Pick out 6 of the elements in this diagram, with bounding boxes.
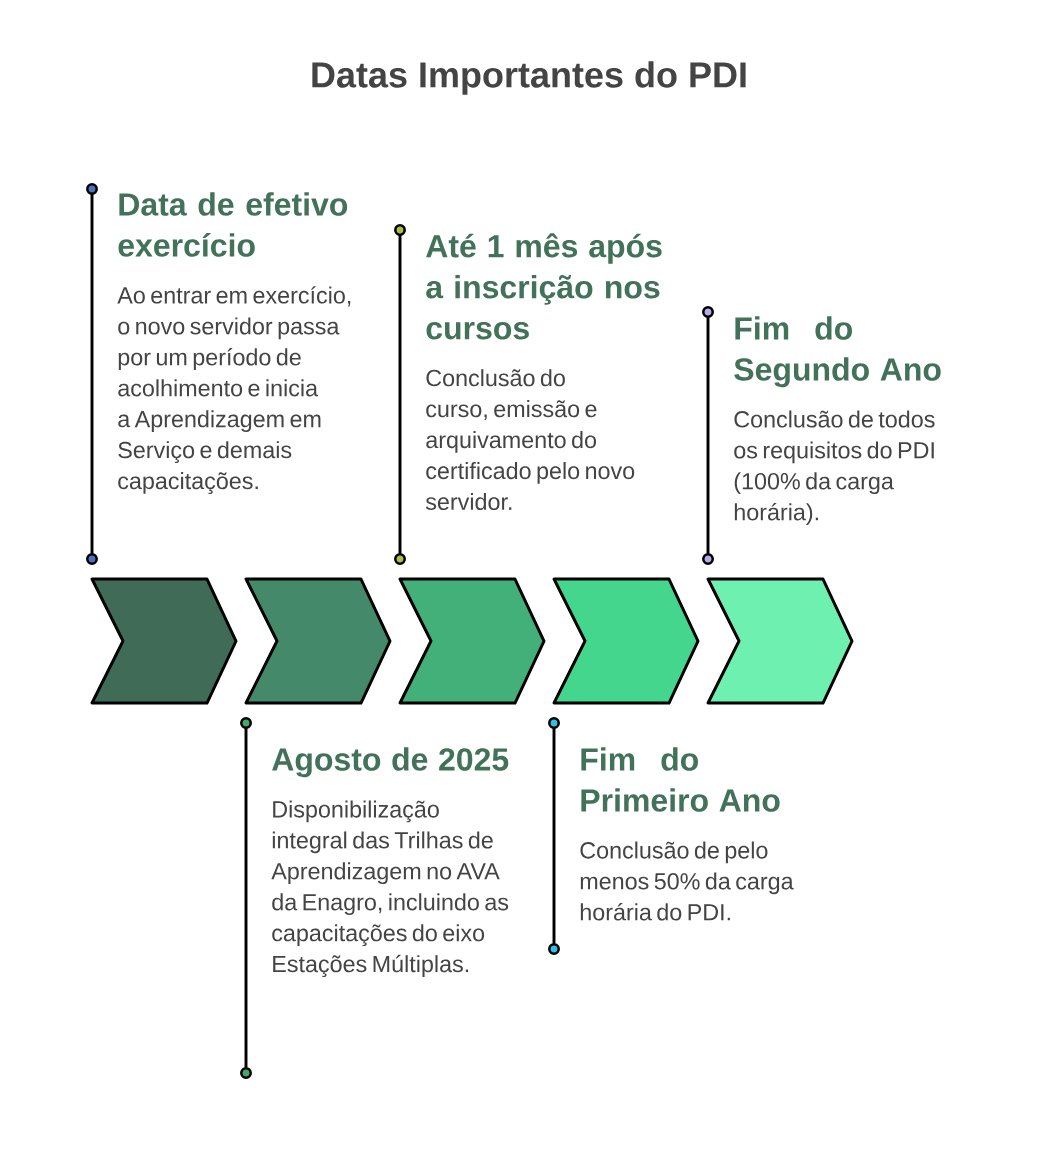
- title: Datas Importantes do PDI: [312, 61, 746, 95]
- milestone-text: Fim do Primeiro Ano Conclusão de pelo menos 50% da carga horária do PDI.: [580, 747, 794, 921]
- milestone-text: Até 1 mês após a inscrição nos cursos Conclusão do curso, emissão e arquivamento do certificado pelo novo servidor.: [425, 233, 662, 511]
- milestone-text: Agosto de 2025 Disponibilização integral das Trilhas de Aprendizagem no AVA da Enagro, incluindo as capacitações do eixo Estações Múltiplas.: [271, 747, 509, 977]
- milestone-text: Fim do Segundo Ano Conclusão de todos os requisitos do PDI (100% da carga horária).: [734, 316, 941, 525]
- milestone-text: Data de efetivo exercício Ao entrar em exercício, o novo servidor passa por um período de acolhimento e inicia a Aprendizagem em Serviço e demais capacitações.: [117, 192, 351, 494]
